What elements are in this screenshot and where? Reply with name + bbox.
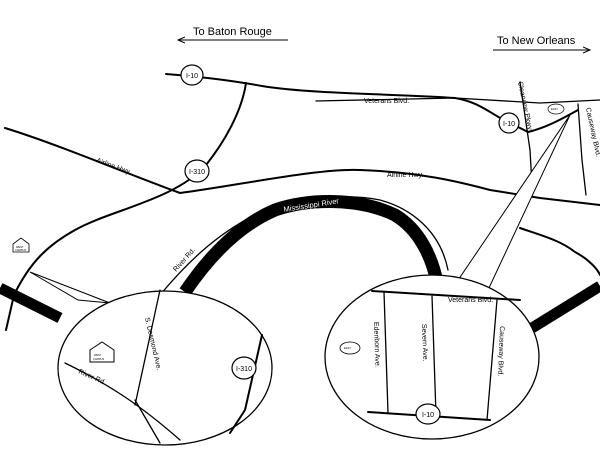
i310-shield: I-310 — [184, 159, 210, 183]
veterans-road — [315, 97, 600, 104]
west-inset — [57, 290, 273, 446]
airline-label-right: Airline Hwy. — [387, 172, 423, 179]
veterans-label: Veterans Blvd. — [364, 98, 409, 105]
causeway-road-inset — [486, 299, 498, 421]
causeway-label: Causeway Blvd. — [584, 107, 600, 158]
airline-label-left: Airline Hwy. — [95, 157, 132, 176]
svg-text:WEST: WEST — [16, 245, 24, 249]
edenborn-road-inset — [383, 291, 389, 414]
east-campus-icon: EAST — [547, 103, 565, 115]
svg-text:WEST: WEST — [94, 353, 102, 357]
svg-text:EAST: EAST — [344, 346, 351, 350]
east-road — [519, 227, 600, 276]
river-rd-road-inset — [64, 362, 181, 441]
west-thick-road — [0, 283, 63, 323]
svg-text:I-10: I-10 — [186, 73, 198, 80]
veterans-road-inset — [371, 290, 521, 301]
east-inset — [324, 274, 540, 440]
edenborn-label: Edenborn Ave. — [372, 322, 381, 368]
causeway-road — [577, 103, 587, 196]
east-campus-inset-icon: EAST — [339, 341, 361, 355]
svg-text:I-10: I-10 — [422, 412, 434, 419]
mississippi-river — [179, 195, 444, 296]
st-desmond-road-inset — [134, 289, 161, 406]
st-desmond-road-inset-2 — [134, 399, 161, 444]
west-campus-inset-icon: WEST CAMPUS — [89, 341, 115, 363]
svg-text:EAST: EAST — [551, 107, 558, 111]
svg-text:CAMPUS: CAMPUS — [15, 248, 26, 252]
airline-road — [4, 127, 600, 206]
severn-label: Severn Ave. — [420, 324, 428, 362]
svg-text:I-310: I-310 — [189, 169, 205, 176]
east-callout-wedge — [449, 114, 571, 293]
i310-road — [5, 82, 247, 331]
i10-shield-east: I-10 — [498, 112, 520, 134]
veterans-inset-label: Veterans Blvd. — [448, 297, 493, 304]
baton-rouge-label: To Baton Rouge — [193, 26, 272, 38]
i310-shield-inset: I-310 — [231, 356, 257, 380]
causeway-inset-label: Causeway Blvd. — [496, 326, 505, 376]
west-campus-icon: WEST CAMPUS — [12, 237, 30, 253]
west-callout-wedge — [29, 271, 111, 304]
severn-road-inset — [431, 295, 437, 416]
svg-text:I-310: I-310 — [236, 366, 252, 373]
i310-road-inset — [229, 334, 263, 434]
i10-road — [165, 73, 579, 133]
east-thick-road — [529, 281, 600, 333]
i10-shield-north: I-10 — [180, 64, 204, 86]
new-orleans-label: To New Orleans — [497, 35, 576, 47]
svg-text:CAMPUS: CAMPUS — [93, 357, 104, 361]
i10-shield-inset: I-10 — [415, 403, 441, 425]
svg-text:I-10: I-10 — [503, 121, 515, 128]
